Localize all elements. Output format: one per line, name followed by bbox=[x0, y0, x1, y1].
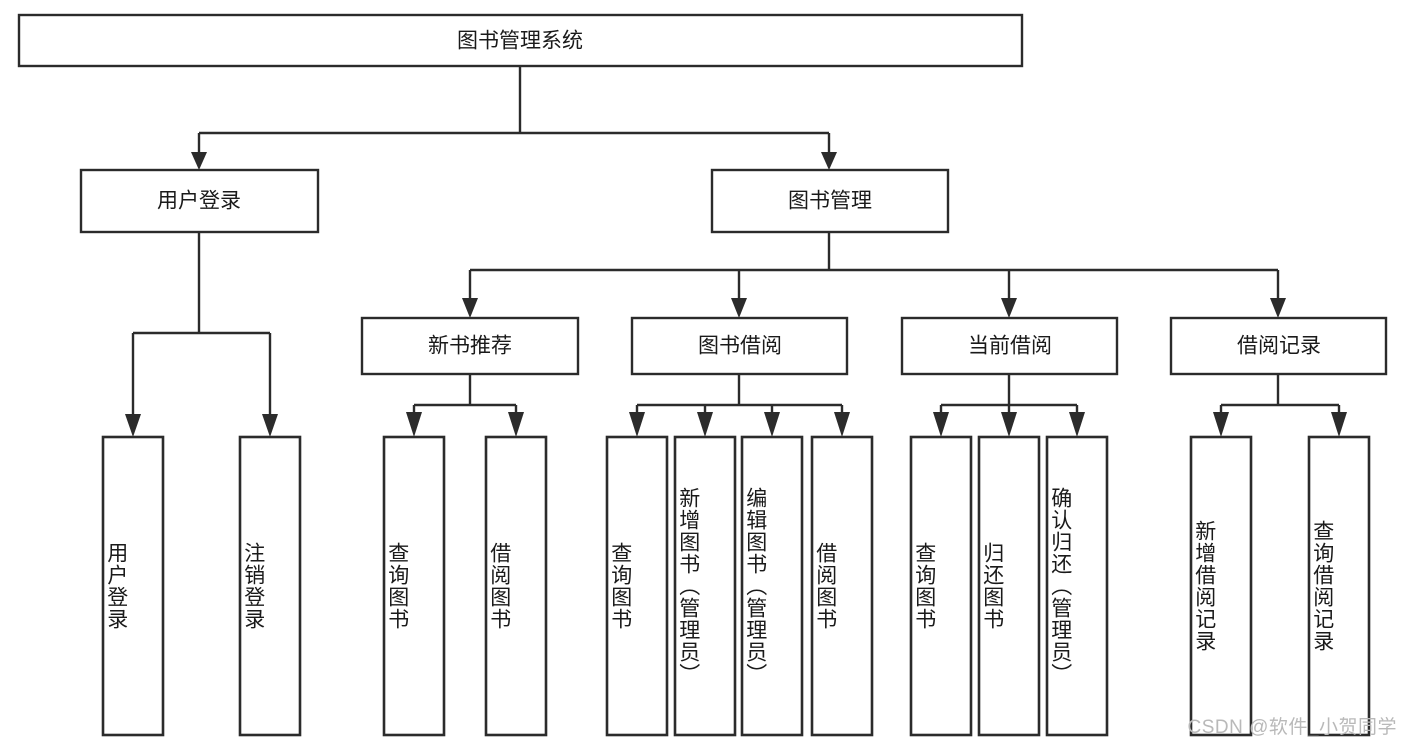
leaf-borrow-record-1[interactable]: 新增借阅记录 bbox=[1189, 435, 1253, 737]
leaf-book-borrow-1-box[interactable] bbox=[605, 435, 669, 737]
leaf-borrow-record-2-label: 查询借阅记录 bbox=[1310, 520, 1334, 652]
leaf-borrow-record-1-box[interactable] bbox=[1189, 435, 1253, 737]
arrow-head-leaf-cb-1 bbox=[933, 412, 949, 437]
leaf-book-borrow-2-label: 新增图书（管理员） bbox=[676, 487, 700, 685]
node-book-manage[interactable]: 图书管理 bbox=[710, 168, 950, 234]
node-book-borrow-box[interactable] bbox=[630, 316, 849, 376]
node-current-borrow-box[interactable] bbox=[900, 316, 1119, 376]
leaf-new-book-rec-2[interactable]: 借阅图书 bbox=[484, 435, 548, 737]
leaf-borrow-record-1-label: 新增借阅记录 bbox=[1192, 520, 1216, 652]
leaf-book-borrow-4[interactable]: 借阅图书 bbox=[810, 435, 874, 737]
leaf-book-borrow-3-label: 编辑图书（管理员） bbox=[743, 487, 767, 685]
leaf-new-book-rec-2-label: 借阅图书 bbox=[487, 542, 511, 630]
leaf-book-borrow-1-label: 查询图书 bbox=[608, 542, 632, 630]
node-user-login-box[interactable] bbox=[79, 168, 320, 234]
leaf-borrow-record-2-box[interactable] bbox=[1307, 435, 1371, 737]
node-user-login-label: 用户登录 bbox=[157, 190, 241, 213]
arrow-head-leaf-bb-2 bbox=[697, 412, 713, 437]
leaf-user-login-2-box[interactable] bbox=[238, 435, 302, 737]
node-borrow-record-box[interactable] bbox=[1169, 316, 1388, 376]
arrow-head-leaf-bb-3 bbox=[764, 412, 780, 437]
leaf-user-login-2-label: 注销登录 bbox=[241, 542, 265, 630]
arrow-head-new-book-rec bbox=[462, 298, 478, 318]
arrow-head-leaf-cb-2 bbox=[1001, 412, 1017, 437]
node-book-manage-box[interactable] bbox=[710, 168, 950, 234]
leaf-book-borrow-2-box[interactable] bbox=[673, 435, 737, 737]
leaf-book-borrow-4-box[interactable] bbox=[810, 435, 874, 737]
csdn-watermark: CSDN @软件_小贺同学 bbox=[1187, 717, 1397, 738]
leaf-current-borrow-2-box[interactable] bbox=[977, 435, 1041, 737]
arrow-head-leaf-user-login-2 bbox=[262, 414, 278, 437]
node-root-box[interactable] bbox=[17, 13, 1024, 68]
node-new-book-rec-label: 新书推荐 bbox=[428, 335, 512, 358]
leaf-new-book-rec-1-box[interactable] bbox=[382, 435, 446, 737]
leaf-new-book-rec-2-box[interactable] bbox=[484, 435, 548, 737]
leaf-book-borrow-3-box[interactable] bbox=[740, 435, 804, 737]
leaf-new-book-rec-1[interactable]: 查询图书 bbox=[382, 435, 446, 737]
leaf-user-login-2[interactable]: 注销登录 bbox=[238, 435, 302, 737]
leaf-current-borrow-1-label: 查询图书 bbox=[912, 542, 936, 630]
leaf-book-borrow-2[interactable]: 新增图书（管理员） bbox=[673, 435, 737, 737]
leaf-book-borrow-4-label: 借阅图书 bbox=[813, 542, 837, 630]
leaf-current-borrow-1[interactable]: 查询图书 bbox=[909, 435, 973, 737]
node-new-book-rec[interactable]: 新书推荐 bbox=[360, 316, 580, 376]
leaf-current-borrow-3[interactable]: 确认归还（管理员） bbox=[1045, 435, 1109, 737]
leaf-user-login-1[interactable]: 用户登录 bbox=[101, 435, 165, 737]
leaf-user-login-1-box[interactable] bbox=[101, 435, 165, 737]
node-root-label: 图书管理系统 bbox=[457, 30, 583, 53]
arrow-head-leaf-nbr-2 bbox=[508, 412, 524, 437]
leaf-current-borrow-2-label: 归还图书 bbox=[980, 542, 1004, 630]
leaf-current-borrow-3-box[interactable] bbox=[1045, 435, 1109, 737]
arrow-head-leaf-user-login-1 bbox=[125, 414, 141, 437]
node-new-book-rec-box[interactable] bbox=[360, 316, 580, 376]
arrow-head-leaf-cb-3 bbox=[1069, 412, 1085, 437]
node-borrow-record[interactable]: 借阅记录 bbox=[1169, 316, 1388, 376]
leaf-current-borrow-2[interactable]: 归还图书 bbox=[977, 435, 1041, 737]
node-book-manage-label: 图书管理 bbox=[788, 190, 872, 213]
connector-layer bbox=[125, 66, 1347, 437]
arrow-head-user-login bbox=[191, 152, 207, 170]
leaf-book-borrow-1[interactable]: 查询图书 bbox=[605, 435, 669, 737]
arrow-head-current-borrow bbox=[1001, 298, 1017, 318]
arrow-head-leaf-bb-1 bbox=[629, 412, 645, 437]
leaf-user-login-1-label: 用户登录 bbox=[104, 542, 128, 630]
node-book-borrow[interactable]: 图书借阅 bbox=[630, 316, 849, 376]
leaf-current-borrow-3-label: 确认归还（管理员） bbox=[1048, 487, 1072, 685]
leaf-current-borrow-1-box[interactable] bbox=[909, 435, 973, 737]
node-book-borrow-label: 图书借阅 bbox=[698, 335, 782, 358]
leaf-new-book-rec-1-label: 查询图书 bbox=[385, 542, 409, 630]
node-current-borrow[interactable]: 当前借阅 bbox=[900, 316, 1119, 376]
arrow-head-borrow-record bbox=[1270, 298, 1286, 318]
node-user-login[interactable]: 用户登录 bbox=[79, 168, 320, 234]
arrow-head-leaf-bb-4 bbox=[834, 412, 850, 437]
node-borrow-record-label: 借阅记录 bbox=[1237, 335, 1321, 358]
node-current-borrow-label: 当前借阅 bbox=[968, 335, 1052, 358]
arrow-head-leaf-nbr-1 bbox=[406, 412, 422, 437]
leaf-book-borrow-3[interactable]: 编辑图书（管理员） bbox=[740, 435, 804, 737]
arrow-head-leaf-br-2 bbox=[1331, 412, 1347, 437]
arrow-head-book-borrow bbox=[731, 298, 747, 318]
leaf-borrow-record-2[interactable]: 查询借阅记录 bbox=[1307, 435, 1371, 737]
node-root[interactable]: 图书管理系统 bbox=[17, 13, 1024, 68]
arrow-head-book-manage bbox=[821, 152, 837, 170]
arrow-head-leaf-br-1 bbox=[1213, 412, 1229, 437]
